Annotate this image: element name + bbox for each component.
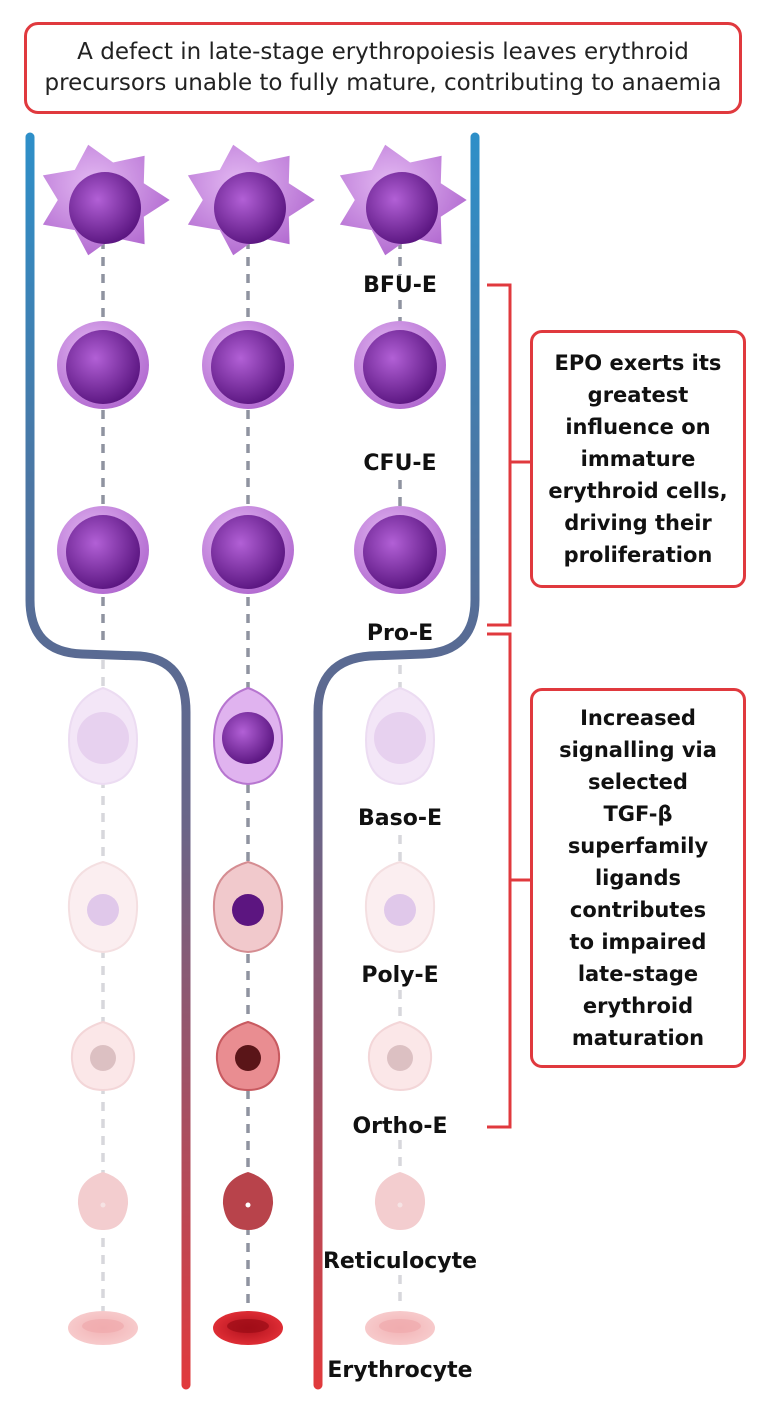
label-erythrocyte: Erythrocyte [327, 1358, 472, 1383]
tgf-line-10: erythroid [582, 994, 694, 1018]
tgf-line-3: selected [588, 770, 688, 794]
label-baso-e: Baso-E [358, 806, 442, 831]
cell-bfu-e [339, 144, 467, 256]
epo-bracket [487, 283, 530, 627]
cell-baso-e [67, 686, 139, 786]
cell-poly-e [212, 860, 284, 954]
tgf-line-5: superfamily [567, 834, 709, 858]
cell-ortho-e [215, 1020, 281, 1092]
epo-line-3: influence on [565, 415, 711, 439]
cell-erythrocyte [213, 1311, 283, 1345]
label-reticulocyte: Reticulocyte [323, 1249, 477, 1274]
cell-pro-e [202, 506, 294, 594]
label-pro-e: Pro-E [367, 621, 433, 646]
title-box: A defect in late-stage erythropoiesis le… [24, 22, 742, 114]
cell-erythrocyte [365, 1311, 435, 1345]
tgf-line-11: maturation [571, 1026, 705, 1050]
cell-pro-e [354, 506, 446, 594]
cell-pro-e [57, 506, 149, 594]
stage-labels: BFU-E CFU-E Pro-E Baso-E Poly-E Ortho-E … [323, 273, 477, 1383]
epo-line-4: immature [580, 447, 696, 471]
epo-line-1: EPO exerts its [554, 351, 722, 375]
cell-baso-e [212, 686, 284, 786]
title-line-1: A defect in late-stage erythropoiesis le… [77, 39, 689, 65]
cell-baso-e [364, 686, 436, 786]
tgf-line-9: late-stage [577, 962, 699, 986]
cell-bfu-e [42, 144, 170, 256]
tgf-line-4: TGF-β [603, 802, 673, 826]
epo-annotation: EPO exerts its greatest influence on immatu… [530, 330, 746, 588]
cell-cfu-e [202, 321, 294, 409]
cells [42, 144, 467, 1345]
track-left [25, 132, 191, 1390]
tgf-line-7: contributes [569, 898, 707, 922]
cell-ortho-e [70, 1020, 136, 1092]
epo-line-5: erythroid cells, [548, 479, 728, 503]
cell-bfu-e [187, 144, 315, 256]
cell-reticulocyte [222, 1172, 274, 1230]
cell-cfu-e [57, 321, 149, 409]
label-poly-e: Poly-E [361, 963, 438, 988]
tgf-bracket [487, 632, 530, 1129]
title-line-2: precursors unable to fully mature, contr… [44, 70, 722, 96]
cell-poly-e [364, 860, 436, 954]
label-ortho-e: Ortho-E [352, 1114, 447, 1139]
tgf-line-2: signalling via [559, 738, 717, 762]
tgf-line-1: Increased [580, 706, 696, 730]
cell-cfu-e [354, 321, 446, 409]
cell-erythrocyte [68, 1311, 138, 1345]
cell-reticulocyte [374, 1172, 426, 1230]
label-cfu-e: CFU-E [363, 451, 436, 476]
track-right [313, 132, 480, 1390]
label-bfu-e: BFU-E [363, 273, 437, 298]
epo-text: EPO exerts its greatest influence on immatu… [548, 347, 727, 571]
cell-poly-e [67, 860, 139, 954]
tgf-line-8: to impaired [569, 930, 707, 954]
cell-ortho-e [367, 1020, 433, 1092]
epo-line-7: proliferation [563, 543, 713, 567]
cell-reticulocyte [77, 1172, 129, 1230]
epo-line-6: driving their [564, 511, 712, 535]
epo-line-2: greatest [587, 383, 689, 407]
tgf-line-6: ligands [594, 866, 682, 890]
